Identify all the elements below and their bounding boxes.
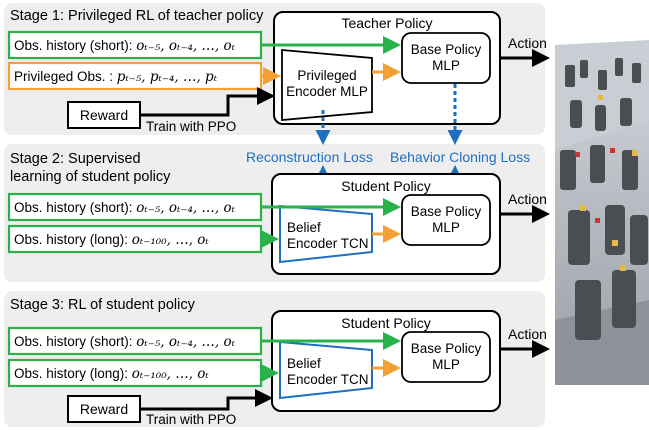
stage1-priv-box (7, 61, 263, 91)
teacher-base-line1: Base Policy (411, 42, 482, 57)
simulation-image (555, 40, 649, 385)
stage3-policy-title: Student Policy (341, 315, 431, 331)
stage1-title: Stage 1: Privileged RL of teacher policy (10, 8, 264, 24)
stage3-obs-short-box (7, 326, 263, 356)
stage3-obs-short-math: oₜ₋₅, oₜ₋₄, …, oₜ (136, 334, 235, 350)
stage2-obs-long-input: Obs. history (long): oₜ₋₁₀₀, …, oₜ (14, 232, 209, 248)
stage2-base-line2: MLP (432, 220, 460, 235)
stage2-policy-title: Student Policy (341, 178, 431, 194)
teacher-base-policy-box (401, 32, 491, 84)
stage3-action-label: Action (508, 326, 547, 342)
stage2-obs-short-label: Obs. history (short): (14, 200, 136, 215)
stage1-obs-short-math: oₜ₋₅, oₜ₋₄, …, oₜ (136, 38, 235, 54)
stage3-encoder-line2: Encoder TCN (287, 372, 369, 387)
privileged-encoder-line1: Privileged (297, 68, 356, 83)
teacher-policy-title: Teacher Policy (341, 15, 432, 31)
stage3-reward-label: Reward (80, 401, 128, 417)
stage3-train-label: Train with PPO (146, 412, 236, 427)
stage3-belief-encoder-shape (279, 340, 373, 400)
stage2-title-line1: Stage 2: Supervised (10, 151, 141, 167)
stage3-base-policy-box (401, 331, 491, 383)
stage1-priv-label: Privileged Obs. : (14, 69, 117, 84)
privileged-encoder-shape (281, 49, 373, 121)
stage1-action-label: Action (508, 35, 547, 51)
stage1-obs-short-label: Obs. history (short): (14, 38, 136, 53)
stage1-reward-label: Reward (80, 107, 128, 123)
stage2-obs-short-math: oₜ₋₅, oₜ₋₄, …, oₜ (136, 200, 235, 216)
stage3-obs-long-label: Obs. history (long): (14, 366, 132, 381)
stage3-obs-long-input: Obs. history (long): oₜ₋₁₀₀, …, oₜ (14, 366, 209, 382)
stage3-obs-short-label: Obs. history (short): (14, 334, 136, 349)
stage1-reward-arrow (140, 87, 275, 117)
stage3-obs-long-box (7, 358, 263, 388)
stage2-encoder-line2: Encoder TCN (287, 236, 369, 251)
stage2-action-label: Action (508, 191, 547, 207)
stage1-obs-short-input: Obs. history (short): oₜ₋₅, oₜ₋₄, …, oₜ (14, 38, 236, 54)
reconstruction-loss-label: Reconstruction Loss (246, 149, 373, 165)
stage1-train-label: Train with PPO (146, 119, 236, 134)
stage1-priv-input: Privileged Obs. : pₜ₋₅, pₜ₋₄, …, pₜ (14, 69, 218, 85)
stage3-base-line1: Base Policy (411, 341, 482, 356)
stage2-base-policy-box (401, 194, 491, 246)
stage3-reward-arrow (140, 389, 273, 411)
stage2-obs-long-label: Obs. history (long): (14, 232, 132, 247)
stage1-reward-box (67, 101, 141, 129)
stage2-obs-long-box (7, 224, 263, 254)
stage3-obs-short-input: Obs. history (short): oₜ₋₅, oₜ₋₄, …, oₜ (14, 334, 236, 350)
privileged-encoder-line2: Encoder MLP (286, 84, 368, 99)
behavior-cloning-loss-label: Behavior Cloning Loss (390, 149, 530, 165)
stage2-title-line2: learning of student policy (10, 169, 171, 185)
stage2-encoder-line1: Belief (287, 220, 321, 235)
stage2-obs-long-math: oₜ₋₁₀₀, …, oₜ (132, 232, 210, 248)
stage3-base-line2: MLP (432, 357, 460, 372)
stage3-reward-box (67, 395, 141, 423)
stage3-encoder-line1: Belief (287, 356, 321, 371)
stage1-obs-short-box (7, 30, 263, 60)
teacher-base-line2: MLP (432, 58, 460, 73)
stage2-obs-short-input: Obs. history (short): oₜ₋₅, oₜ₋₄, …, oₜ (14, 200, 236, 216)
stage2-base-line1: Base Policy (411, 204, 482, 219)
stage3-obs-long-math: oₜ₋₁₀₀, …, oₜ (132, 366, 210, 382)
stage3-title: Stage 3: RL of student policy (10, 297, 196, 313)
stage2-belief-encoder-shape (279, 204, 373, 264)
stage1-priv-math: pₜ₋₅, pₜ₋₄, …, pₜ (117, 69, 218, 85)
